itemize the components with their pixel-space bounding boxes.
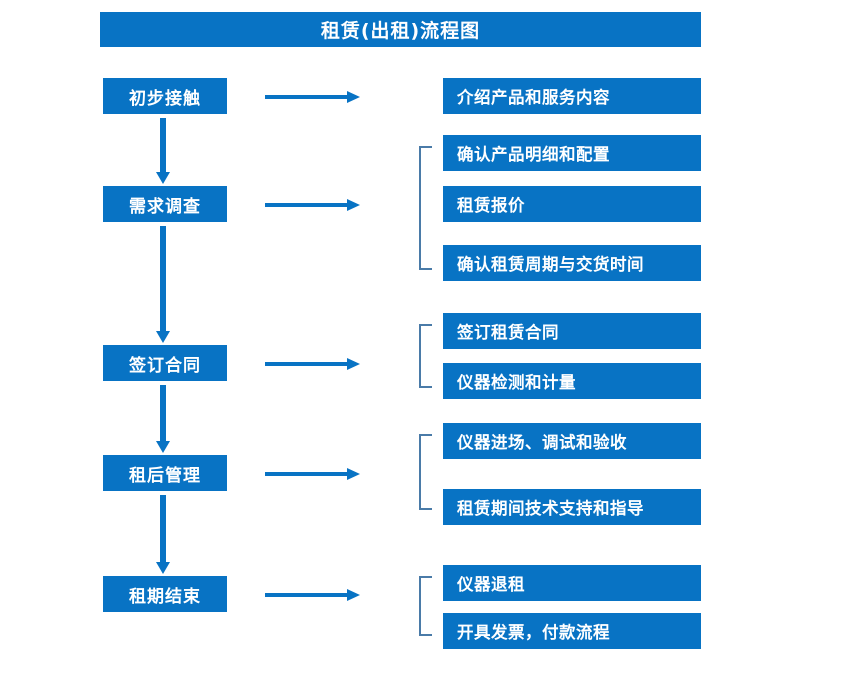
stage-box-5: 租期结束 — [103, 576, 227, 612]
arrow-survey-to-contract-icon — [152, 226, 174, 343]
detail-box-8: 租赁期间技术支持和指导 — [443, 489, 701, 525]
bracket-survey-details — [419, 146, 432, 270]
detail-box-10: 开具发票，付款流程 — [443, 613, 701, 649]
arrow-contract-to-management-icon — [152, 385, 174, 453]
arrow-stage-3-to-details-icon — [265, 356, 361, 370]
detail-box-7: 仪器进场、调试和验收 — [443, 423, 701, 459]
stage-box-4: 租后管理 — [103, 455, 227, 491]
arrow-stage-5-to-details-icon — [265, 587, 361, 601]
arrow-contact-to-survey-icon — [152, 118, 174, 184]
bracket-contract-details — [419, 324, 432, 388]
bracket-end-details — [419, 576, 432, 636]
arrow-stage-4-to-details-icon — [265, 466, 361, 480]
detail-box-2: 确认产品明细和配置 — [443, 135, 701, 171]
page-title: 租赁(出租)流程图 — [100, 12, 701, 47]
detail-box-3: 租赁报价 — [443, 186, 701, 222]
stage-box-2: 需求调查 — [103, 186, 227, 222]
stage-box-1: 初步接触 — [103, 78, 227, 114]
detail-box-5: 签订租赁合同 — [443, 313, 701, 349]
arrow-management-to-end-icon — [152, 495, 174, 574]
arrow-stage-1-to-details-icon — [265, 89, 361, 103]
stage-box-3: 签订合同 — [103, 345, 227, 381]
detail-box-9: 仪器退租 — [443, 565, 701, 601]
bracket-management-details — [419, 434, 432, 510]
detail-box-4: 确认租赁周期与交货时间 — [443, 245, 701, 281]
arrow-stage-2-to-details-icon — [265, 197, 361, 211]
detail-box-6: 仪器检测和计量 — [443, 363, 701, 399]
detail-box-1: 介绍产品和服务内容 — [443, 78, 701, 114]
